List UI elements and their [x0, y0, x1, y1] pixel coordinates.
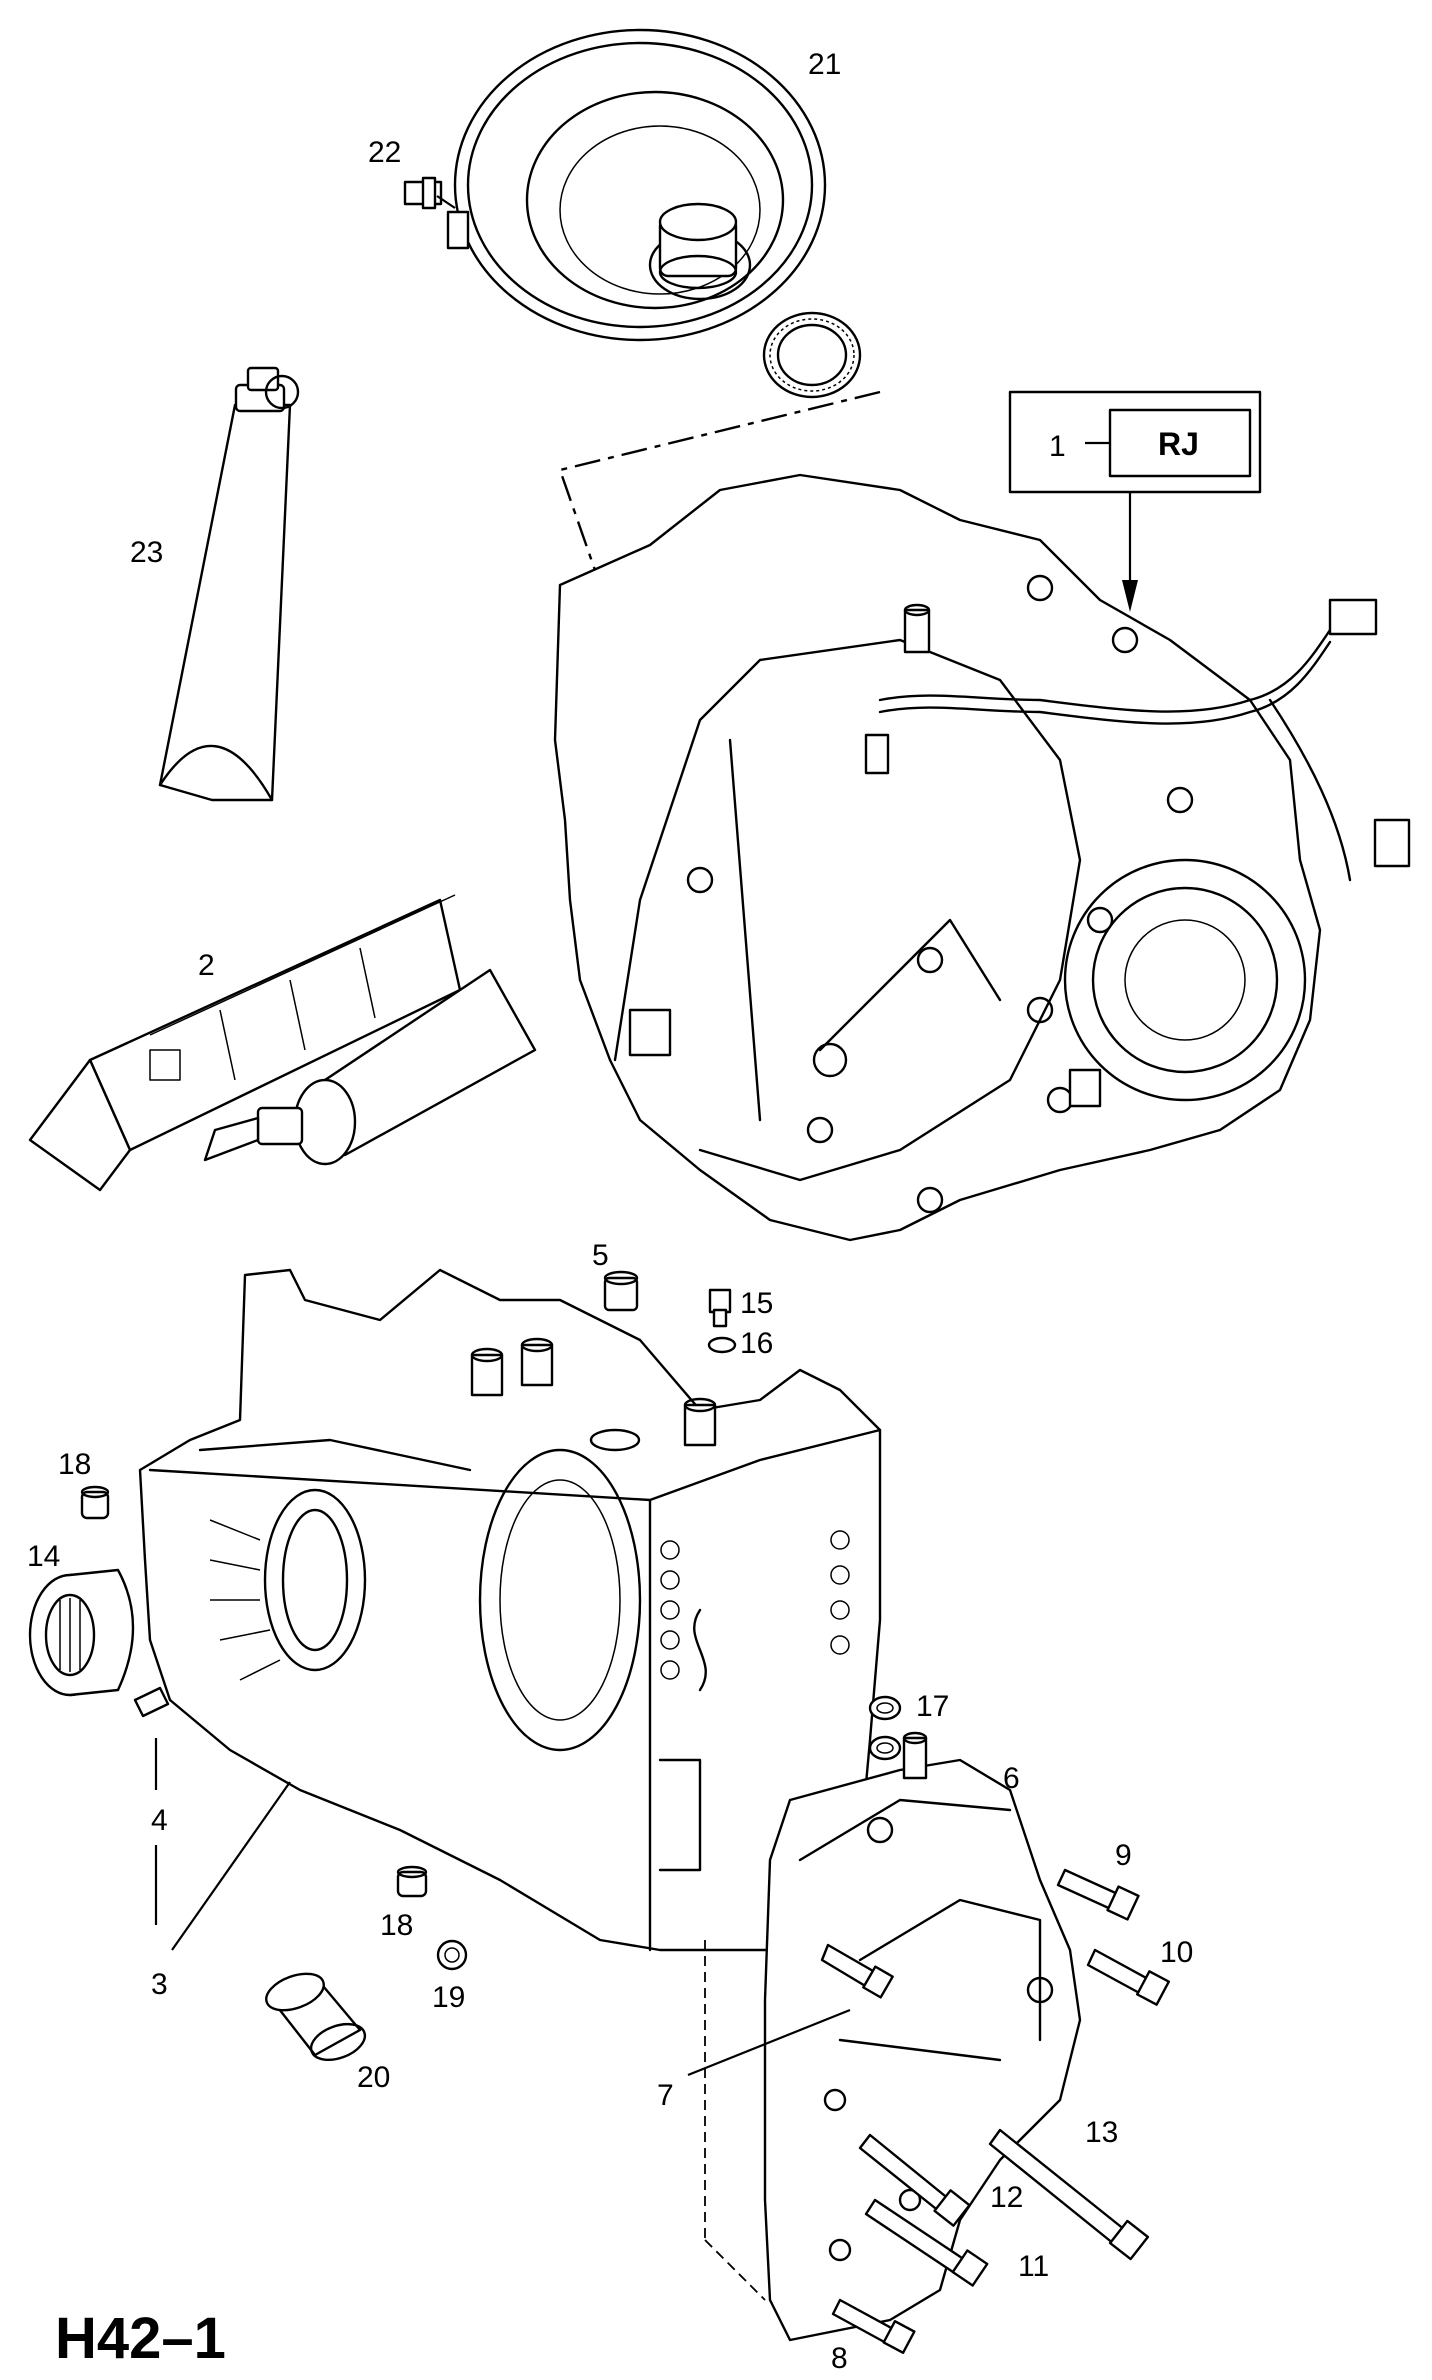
callout-17: 17 [916, 1690, 949, 1723]
transmission-assembly-drawing [553, 473, 1411, 1242]
bolt-7-drawing [820, 1943, 894, 1999]
bushing-18-top-drawing [80, 1485, 110, 1520]
callout-8: 8 [831, 2342, 848, 2375]
leader-7 [687, 2008, 851, 2077]
callout-18-top: 18 [58, 1448, 91, 1481]
callout-19: 19 [432, 1981, 465, 2014]
leader-3 [171, 1781, 291, 1951]
variant-code-label: RJ [1158, 426, 1199, 462]
transmission-case-drawing [138, 1268, 882, 1952]
callout-1: 1 [1049, 430, 1066, 463]
sealant-kit-2-drawing [28, 894, 537, 1192]
callout-21: 21 [808, 48, 841, 81]
callout-4: 4 [151, 1804, 168, 1837]
bearing-14-drawing [28, 1568, 135, 1697]
dowel-pin-4-drawing [133, 1686, 170, 1718]
bolt-9-drawing [1056, 1868, 1140, 1921]
bolt-10-drawing [1086, 1948, 1171, 2006]
bolt-8-drawing [831, 2298, 916, 2354]
callout-2: 2 [198, 949, 215, 982]
bolt-12-drawing [858, 2133, 971, 2227]
callout-22: 22 [368, 136, 401, 169]
bushing-18-bottom-drawing [396, 1865, 428, 1898]
bolt-11-drawing [864, 2198, 989, 2287]
callout-10: 10 [1160, 1936, 1193, 1969]
seal-ring-21-drawing [762, 311, 862, 399]
diagram-title: H42–1 [55, 2306, 226, 2371]
callout-7: 7 [657, 2079, 674, 2112]
callout-16: 16 [740, 1327, 773, 1360]
callout-15: 15 [740, 1287, 773, 1320]
sleeve-20-drawing [265, 1972, 367, 2062]
seals-17-drawing [868, 1695, 902, 1761]
bolt-13-drawing [988, 2128, 1150, 2261]
bolt-22-drawing [403, 176, 443, 210]
plug-5-drawing [603, 1270, 639, 1312]
callout-5: 5 [592, 1239, 609, 1272]
side-cover-6-drawing [704, 1731, 1082, 2342]
callout-11: 11 [1018, 2250, 1049, 2283]
callout-3: 3 [151, 1968, 168, 2001]
leader-22 [436, 195, 456, 209]
callout-20: 20 [357, 2061, 390, 2094]
callout-18-bottom: 18 [380, 1909, 413, 1942]
callout-13: 13 [1085, 2116, 1118, 2149]
callout-12: 12 [990, 2181, 1023, 2214]
callout-14: 14 [27, 1540, 60, 1573]
bolt-15-drawing [708, 1288, 732, 1328]
callout-6: 6 [1003, 1762, 1020, 1795]
callout-9: 9 [1115, 1839, 1132, 1872]
torque-converter-drawing [446, 28, 827, 342]
washer-16-drawing [707, 1336, 737, 1354]
sealant-tube-23-drawing [158, 366, 300, 802]
callout-23: 23 [130, 536, 163, 569]
variant-code-box [1008, 390, 1262, 612]
bushing-19-drawing [436, 1939, 468, 1971]
